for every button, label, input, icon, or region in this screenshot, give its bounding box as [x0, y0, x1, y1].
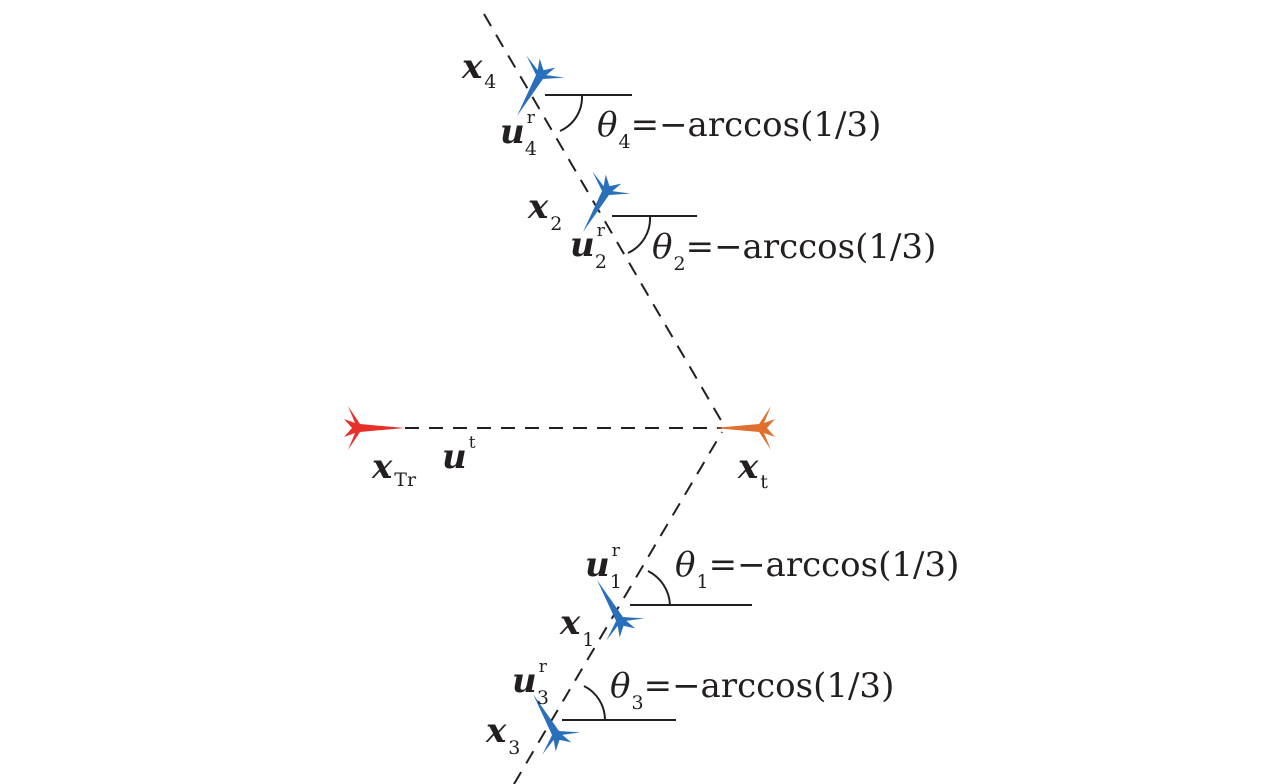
transmitter-aircraft-icon [344, 406, 405, 450]
receiver-3-angle-label: θ3=−arccos(1/3) [610, 666, 894, 714]
receiver-2-angle-label: θ2=−arccos(1/3) [652, 227, 936, 275]
r4-angle-arc [559, 94, 584, 132]
lower-dashed-line [513, 431, 723, 784]
r3-angle-arc [583, 685, 606, 721]
aircraft-icons [344, 52, 775, 758]
receiver-4-angle-label: θ4=−arccos(1/3) [597, 105, 881, 153]
angle-arcs [559, 94, 671, 721]
dashed-lines [405, 13, 723, 784]
r2-angle-arc [627, 215, 652, 254]
r1-angle-arc [647, 570, 671, 606]
target-aircraft-icon [714, 406, 775, 450]
receiver-1-angle-label: θ1=−arccos(1/3) [675, 545, 959, 593]
upper-dashed-line [483, 13, 723, 423]
reference-lines [545, 94, 752, 721]
